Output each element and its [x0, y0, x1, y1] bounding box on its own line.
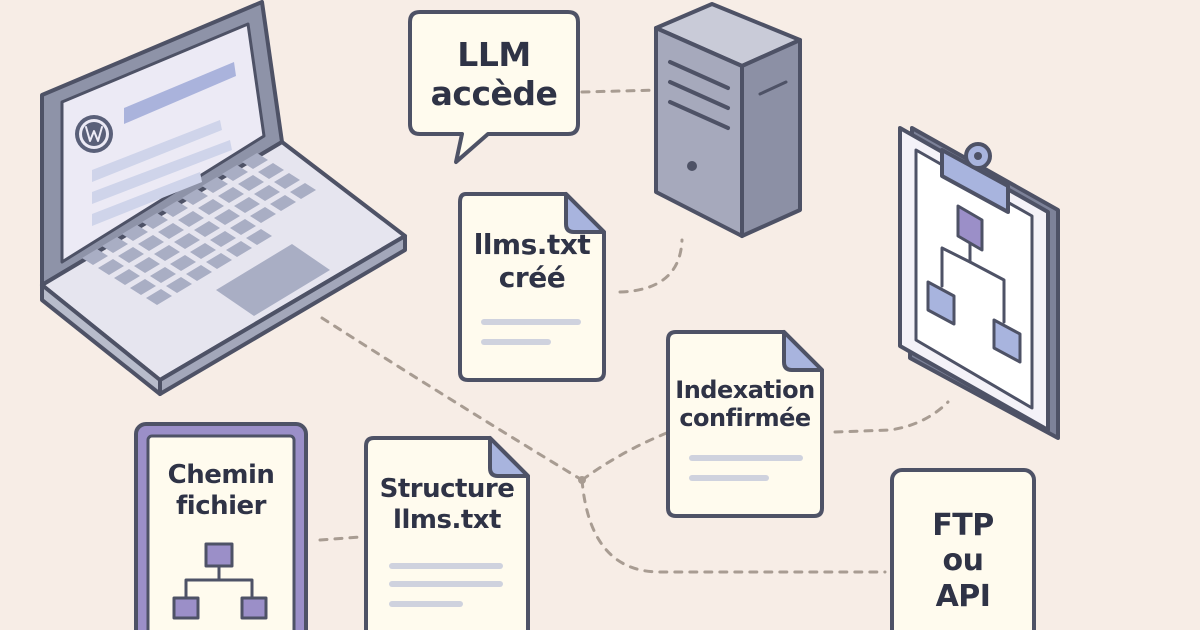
server-side-slot: [758, 80, 788, 96]
server-side: [740, 38, 802, 238]
laptop-key: [206, 253, 232, 269]
laptop-key: [242, 153, 268, 169]
server-power-button: [687, 161, 697, 171]
sitemap-icon: [926, 204, 1022, 364]
clipboard-clip: [940, 148, 1010, 214]
server-front: [654, 26, 744, 238]
laptop-key: [162, 201, 188, 217]
laptop-key: [194, 221, 220, 237]
connector-junction-to-ftp: [580, 478, 887, 574]
laptop-key: [102, 237, 128, 253]
laptop-key: [234, 197, 260, 213]
wordpress-logo-icon: [75, 115, 113, 153]
connector-junction: [578, 476, 586, 484]
laptop-key: [274, 173, 300, 189]
laptop-key: [98, 259, 124, 275]
laptop-key: [154, 245, 180, 261]
laptop-key: [254, 185, 280, 201]
laptop-key: [150, 267, 176, 283]
laptop-key: [258, 163, 284, 179]
laptop-key: [130, 279, 156, 295]
connector-laptop-to-junction: [320, 316, 584, 482]
screen-content-lines: [92, 62, 236, 226]
connector-llm-to-server: [580, 88, 662, 94]
laptop-key: [226, 241, 252, 257]
document-card-indexation: [666, 330, 824, 518]
sitemap-icon: [172, 542, 268, 620]
laptop-key: [250, 207, 276, 223]
laptop-key: [122, 225, 148, 241]
laptop-key: [214, 209, 240, 225]
laptop-key: [82, 249, 108, 265]
server-slot: [668, 60, 730, 90]
laptop-side-edge: [40, 283, 162, 396]
document-card-llms-created: [458, 192, 606, 382]
laptop-key: [186, 265, 212, 281]
laptop-key: [166, 277, 192, 293]
laptop-keys: [82, 153, 316, 305]
laptop-key: [146, 289, 172, 305]
laptop-key: [218, 187, 244, 203]
laptop-key: [182, 189, 208, 205]
laptop-key: [142, 213, 168, 229]
card-transfer: [890, 468, 1036, 630]
laptop-key: [158, 223, 184, 239]
laptop-key: [114, 269, 140, 285]
laptop-key: [210, 231, 236, 247]
laptop-key: [222, 165, 248, 181]
laptop-touchpad: [216, 244, 330, 316]
document-card-structure: [364, 436, 530, 630]
laptop-key: [246, 229, 272, 245]
laptop-key: [290, 183, 316, 199]
laptop-icon: [40, 0, 407, 396]
laptop-key: [190, 243, 216, 259]
laptop-key: [118, 247, 144, 263]
connector-indexation-to-clipboard: [833, 400, 950, 434]
server-slot: [668, 100, 730, 130]
laptop-key: [178, 211, 204, 227]
laptop-key: [238, 175, 264, 191]
clipboard-sitemap-icon: [898, 126, 1060, 440]
laptop-key: [230, 219, 256, 235]
connector-path-to-structure: [318, 535, 362, 542]
server-slot: [668, 80, 730, 110]
laptop-key: [138, 235, 164, 251]
tablet-card-file-path: [134, 422, 308, 630]
connector-llms-created-to-server: [618, 238, 684, 294]
laptop-key: [170, 255, 196, 271]
speech-bubble-card: [408, 10, 580, 164]
laptop-key: [198, 199, 224, 215]
laptop-key: [174, 233, 200, 249]
laptop-key: [270, 195, 296, 211]
server-tower-icon: [654, 2, 802, 238]
laptop-key: [202, 177, 228, 193]
laptop-key: [134, 257, 160, 273]
